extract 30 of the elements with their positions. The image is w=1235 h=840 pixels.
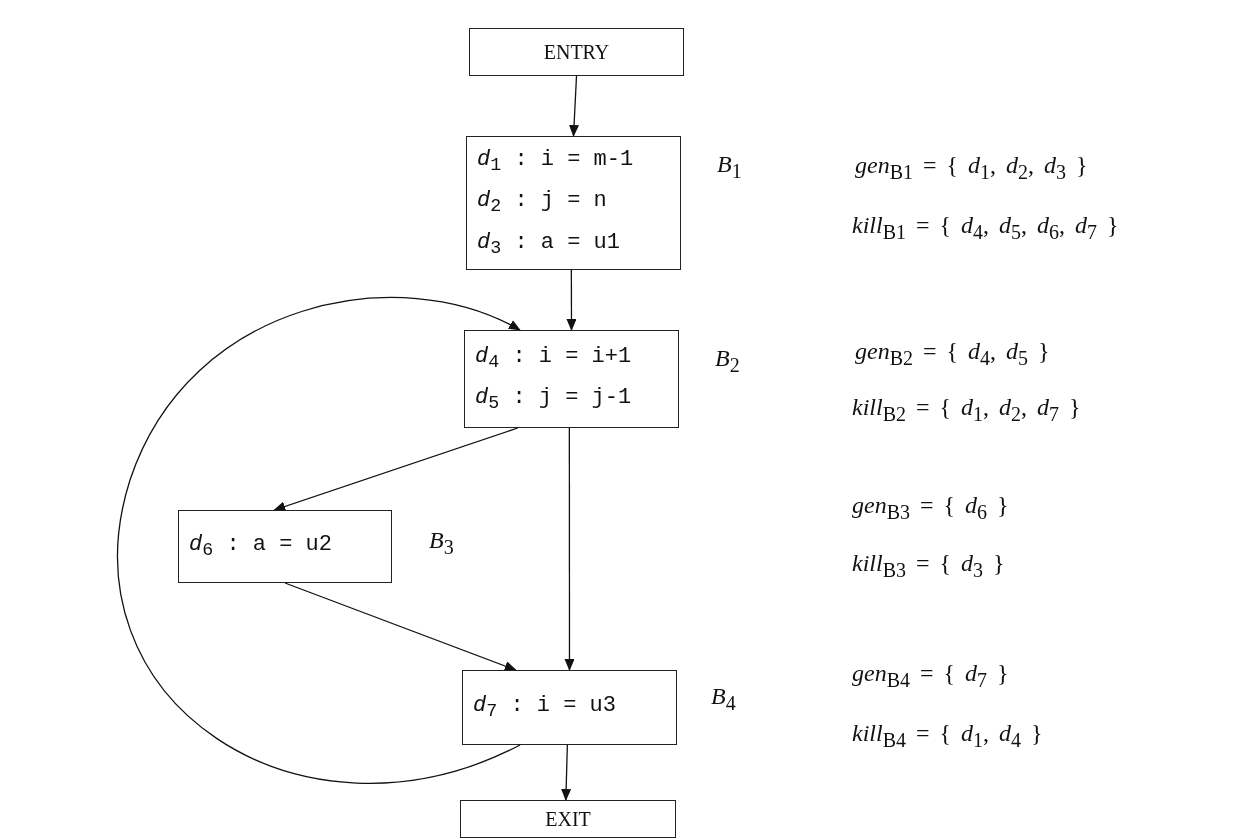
terminal-box — [460, 800, 676, 838]
arrow — [564, 427, 575, 671]
statement: d$_{3}$ : a = u1 — [477, 228, 621, 262]
block-label: EXIT — [545, 806, 591, 832]
set-equation: kill$_{B1}$ = { d$_{4}$, d$_{5}$, d$_{6}$, d$_{7}$ } — [852, 212, 1119, 244]
statement: d$_{4}$ : i = i+1 — [475, 342, 632, 375]
statement: d$_{1}$ : i = m-1 — [477, 145, 634, 179]
statement: d$_{2}$ : j = n — [477, 187, 607, 220]
arrow — [561, 744, 572, 801]
block-name: B$_{1}$ — [717, 151, 742, 183]
arrow — [566, 269, 577, 331]
set-equation: gen$_{B4}$ = { d$_{7}$ } — [852, 660, 1009, 692]
statement: d$_{7}$ : i = u3 — [473, 691, 617, 725]
set-equation: kill$_{B2}$ = { d$_{1}$, d$_{2}$, d$_{7}$ } — [852, 394, 1081, 426]
statement: d$_{5}$ : j = j-1 — [475, 384, 632, 417]
set-equation: gen$_{B2}$ = { d$_{4}$, d$_{5}$ } — [855, 338, 1050, 370]
arrow — [118, 297, 521, 784]
arrow — [273, 427, 519, 512]
set-equation: kill$_{B3}$ = { d$_{3}$ } — [852, 550, 1005, 582]
set-equation: gen$_{B1}$ = { d$_{1}$, d$_{2}$, d$_{3}$ } — [855, 152, 1088, 184]
block-name: B$_{4}$ — [711, 683, 736, 715]
set-equation: kill$_{B4}$ = { d$_{1}$, d$_{4}$ } — [852, 720, 1043, 752]
block-name: B$_{3}$ — [429, 527, 454, 559]
arrow — [284, 582, 517, 671]
set-equation: gen$_{B3}$ = { d$_{6}$ } — [852, 492, 1009, 524]
terminal-box — [469, 28, 684, 76]
arrow — [569, 75, 580, 137]
block-name: B$_{2}$ — [715, 345, 740, 377]
block-label: ENTRY — [543, 39, 610, 65]
statement: d$_{6}$ : a = u2 — [189, 530, 333, 564]
